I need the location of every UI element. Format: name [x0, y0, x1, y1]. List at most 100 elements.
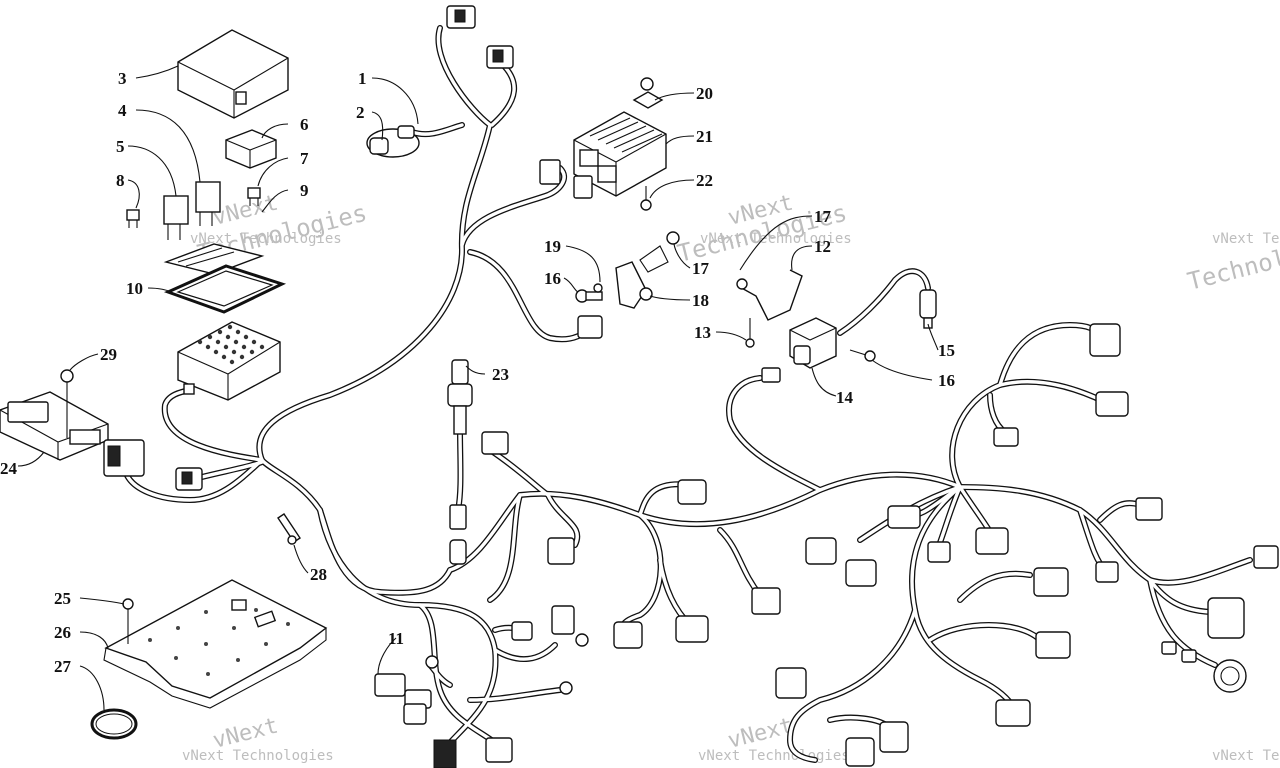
relay-4[interactable] — [195, 181, 221, 226]
fuse-block-base[interactable] — [177, 321, 281, 401]
callout-15[interactable]: 15 — [938, 341, 955, 360]
bracket-18[interactable] — [615, 261, 653, 309]
right-trunk-wire-inner — [958, 485, 1252, 585]
center-trunk-wire-inner — [448, 472, 962, 572]
watermark-text: vNext Technologies — [700, 231, 852, 247]
callout-12[interactable]: 12 — [814, 237, 831, 256]
callout-10[interactable]: 10 — [126, 279, 143, 298]
lower-left-branch-2-inner — [493, 643, 557, 661]
callout-28[interactable]: 28 — [310, 565, 327, 584]
callout-22[interactable]: 22 — [696, 171, 713, 190]
voltage-regulator[interactable] — [573, 111, 667, 197]
callout-24[interactable]: 24 — [0, 459, 18, 478]
relay-6[interactable] — [225, 129, 277, 169]
lower-left-connectors[interactable] — [403, 605, 589, 768]
cable-tie-28[interactable] — [277, 513, 301, 545]
callout-26[interactable]: 26 — [54, 623, 71, 642]
callout-27[interactable]: 27 — [54, 657, 72, 676]
callout-21[interactable]: 21 — [696, 127, 713, 146]
right-connectors[interactable] — [775, 323, 1279, 767]
clamp-27[interactable] — [90, 708, 138, 740]
o2-sensor-wire-inner — [456, 428, 463, 512]
ecu-connector[interactable] — [103, 439, 145, 477]
screw-13[interactable] — [745, 318, 755, 348]
center-branch-5 — [657, 557, 693, 628]
callout-25[interactable]: 25 — [54, 589, 71, 608]
sensor-15[interactable] — [919, 289, 937, 329]
callout-13[interactable]: 13 — [694, 323, 711, 342]
callout-6[interactable]: 6 — [300, 115, 309, 134]
leader-lines — [17, 65, 939, 711]
right-branch-down-8-inner — [928, 623, 1042, 642]
callout-29[interactable]: 29 — [100, 345, 117, 364]
relay-5[interactable] — [163, 195, 189, 240]
ignition-coil[interactable] — [789, 317, 837, 369]
harness-clip-2[interactable] — [366, 125, 420, 158]
fuse-8[interactable] — [126, 209, 140, 228]
callout-9[interactable]: 9 — [300, 181, 309, 200]
regulator-branch-wire-inner — [460, 166, 566, 247]
callout-20[interactable]: 20 — [696, 84, 713, 103]
watermark-text: vNext Technologies — [1212, 231, 1280, 247]
screw-16a[interactable] — [575, 283, 603, 303]
watermark-text: vNext Technologies — [190, 231, 342, 247]
top-connector-2[interactable] — [486, 45, 514, 69]
screw-22[interactable] — [640, 186, 652, 211]
clip-branch-wire-inner — [410, 123, 464, 136]
ecu-module[interactable] — [0, 391, 109, 461]
callout-16a[interactable]: 16 — [544, 269, 561, 288]
ecu-branch-wire-inner — [123, 458, 264, 502]
callout-23[interactable]: 23 — [492, 365, 509, 384]
callout-17b[interactable]: 17 — [692, 259, 710, 278]
callout-18[interactable]: 18 — [692, 291, 709, 310]
right-branch-down-2-inner — [788, 608, 917, 762]
washer-17a[interactable] — [639, 231, 680, 273]
regulator-connector[interactable] — [539, 159, 593, 199]
mounting-plate[interactable] — [103, 579, 328, 709]
screw-16b[interactable] — [849, 349, 876, 362]
callout-16b[interactable]: 16 — [938, 371, 955, 390]
callout-19[interactable]: 19 — [544, 237, 561, 256]
fuse-box-cover[interactable] — [177, 29, 289, 119]
fuse-box-branch-wire-inner — [163, 388, 264, 462]
coil-bracket-12[interactable] — [736, 269, 803, 321]
callout-14[interactable]: 14 — [836, 388, 854, 407]
center-branch-3-inner — [621, 513, 663, 632]
top-connector-1[interactable] — [446, 5, 476, 29]
callout-7[interactable]: 7 — [300, 149, 309, 168]
sensor-15-wire-inner — [838, 269, 930, 335]
regulator-branch-wire-2-inner — [468, 250, 592, 341]
callout-2[interactable]: 2 — [356, 103, 365, 122]
right-branch-up — [949, 378, 1108, 490]
callout-5[interactable]: 5 — [116, 137, 125, 156]
center-branch-1-inner — [488, 448, 579, 547]
right-branch-right-4-inner — [1148, 578, 1217, 667]
o2-inline-connector[interactable] — [449, 504, 467, 565]
watermark-text: vNext Technologies — [1212, 748, 1280, 764]
callout-17a[interactable]: 17 — [814, 207, 832, 226]
callout-labels: 1 2 3 4 5 6 7 8 9 10 11 12 13 14 15 16 1… — [0, 69, 955, 676]
fuse-box-gasket[interactable] — [163, 264, 287, 314]
callout-1[interactable]: 1 — [358, 69, 367, 88]
callout-4[interactable]: 4 — [118, 101, 127, 120]
nut-20[interactable] — [632, 77, 664, 109]
center-branch-2-inner — [488, 493, 522, 602]
center-connectors[interactable] — [481, 315, 781, 649]
watermark-layer: vNext Technologies Technologies vNext vN… — [182, 191, 1280, 764]
callout-3[interactable]: 3 — [118, 69, 127, 88]
coil-branch-wire-inner — [727, 376, 822, 492]
connector-11[interactable] — [374, 673, 432, 709]
watermark-text: vNext Technologies — [182, 748, 334, 764]
ecu-branch-connector[interactable] — [175, 467, 203, 491]
screw-29[interactable] — [60, 369, 74, 438]
watermark-text: vNext Technologies — [698, 748, 850, 764]
o2-sensor[interactable] — [447, 359, 473, 435]
fuse-7[interactable] — [247, 187, 261, 206]
coil-branch-wire — [726, 375, 823, 493]
callout-11[interactable]: 11 — [388, 629, 404, 648]
right-branch-down-7-inner — [958, 572, 1032, 602]
callout-8[interactable]: 8 — [116, 171, 125, 190]
right-branch-up-2-inner — [998, 323, 1102, 387]
lower-left-branch-4-inner — [468, 688, 562, 702]
